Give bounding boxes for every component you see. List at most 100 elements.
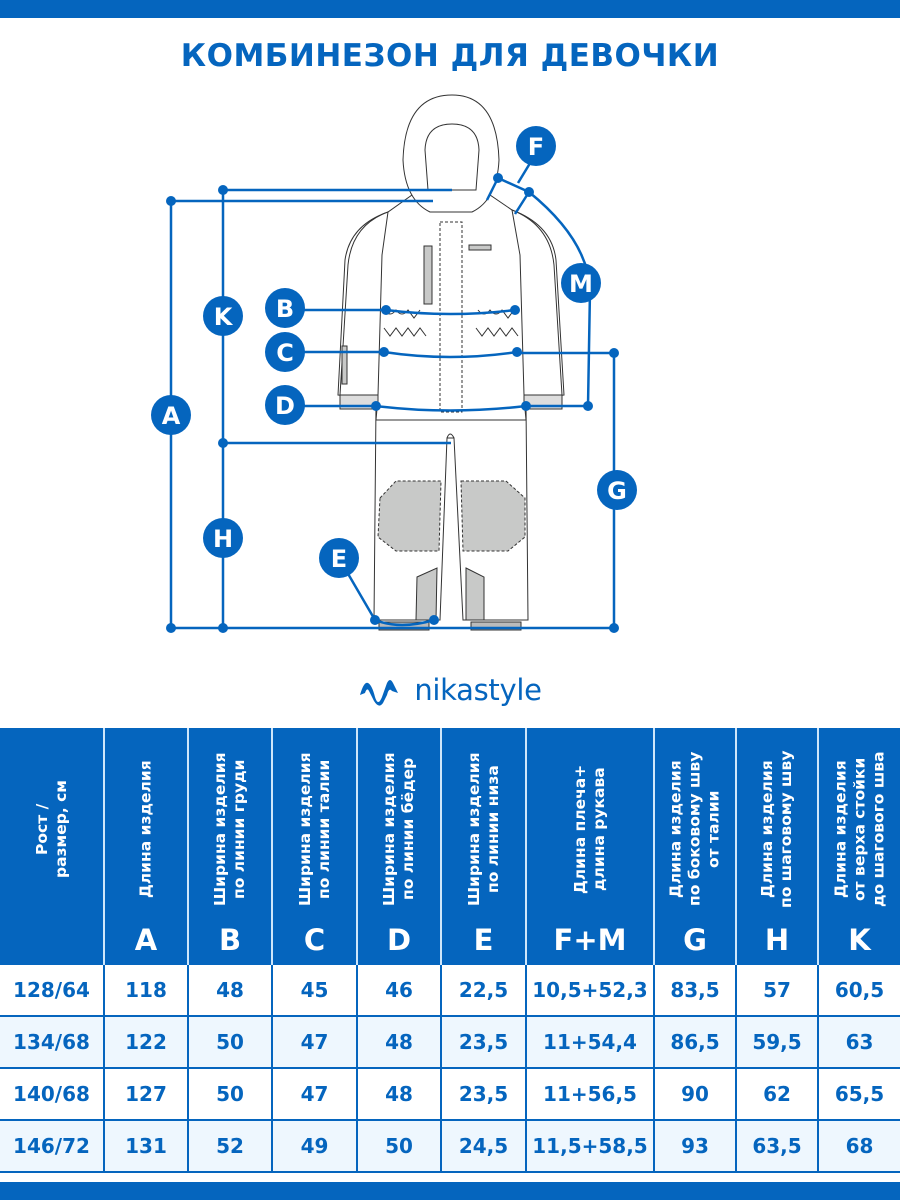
badge-f: F — [516, 126, 556, 166]
top-accent-bar — [0, 0, 900, 18]
measurement-cell: 90 — [653, 1067, 737, 1121]
svg-text:C: C — [276, 339, 294, 367]
line-b — [302, 308, 516, 316]
badge-g: G — [597, 470, 637, 510]
dot — [524, 187, 534, 197]
svg-text:G: G — [607, 477, 627, 505]
brand-logo: nikastyle — [0, 668, 900, 712]
nikastyle-wave-logo-icon — [360, 680, 399, 706]
dot — [166, 196, 176, 206]
badge-b: B — [265, 288, 305, 328]
badge-k: K — [203, 296, 243, 336]
dot — [381, 305, 391, 315]
cuff-patch-left — [415, 567, 438, 621]
svg-text:K: K — [214, 303, 234, 331]
jumpsuit-illustration — [337, 94, 565, 631]
measurement-cell: 86,5 — [653, 1015, 737, 1069]
dot — [609, 623, 619, 633]
dot — [609, 348, 619, 358]
svg-text:F: F — [528, 133, 544, 161]
column-header-k: Длина изделия от верха стойки до шаговог… — [817, 728, 900, 964]
measurement-cell: 59,5 — [735, 1015, 819, 1069]
knee-patch-left — [377, 480, 442, 552]
svg-text:E: E — [331, 545, 347, 573]
chest-badge — [468, 244, 492, 251]
measurement-cell: 131 — [103, 1119, 189, 1173]
measurement-cell: 48 — [187, 963, 273, 1017]
hood-opening — [424, 123, 480, 191]
dot — [379, 347, 389, 357]
svg-text:A: A — [162, 402, 181, 430]
svg-text:B: B — [276, 295, 294, 323]
measurement-cell: 68 — [817, 1119, 900, 1173]
zipper-placket — [439, 221, 463, 413]
measurement-cell: 50 — [187, 1067, 273, 1121]
page-title: КОМБИНЕЗОН ДЛЯ ДЕВОЧКИ — [180, 38, 720, 74]
measurement-badges: A K B C D F M G H E — [151, 126, 637, 578]
measurement-cell: 60,5 — [817, 963, 900, 1017]
measurement-cell: 50 — [187, 1015, 273, 1069]
svg-text:H: H — [213, 525, 233, 553]
measurement-cell: 47 — [271, 1067, 358, 1121]
size-cell: 134/68 — [0, 1015, 105, 1069]
badge-e: E — [319, 538, 359, 578]
column-header-size: Рост / размер, см — [0, 728, 105, 964]
measurement-cell: 63 — [817, 1015, 900, 1069]
measurement-cell: 11+54,4 — [525, 1015, 655, 1069]
badge-m: M — [561, 263, 601, 303]
badge-a: A — [151, 395, 191, 435]
line-d — [302, 404, 588, 412]
dot — [218, 438, 228, 448]
boot-cuff-right — [470, 621, 522, 631]
dot — [218, 623, 228, 633]
measurement-cell: 48 — [356, 1015, 442, 1069]
bottom-accent-bar — [0, 1182, 900, 1200]
badge-c: C — [265, 332, 305, 372]
brand-name: nikastyle — [414, 673, 542, 707]
measurement-cell: 47 — [271, 1015, 358, 1069]
dot — [429, 615, 439, 625]
measurement-cell: 22,5 — [440, 963, 527, 1017]
measurement-cell: 93 — [653, 1119, 737, 1173]
measurement-cell: 23,5 — [440, 1067, 527, 1121]
badge-d: D — [265, 385, 305, 425]
measurement-cell: 49 — [271, 1119, 358, 1173]
measurement-cell: 11+56,5 — [525, 1067, 655, 1121]
measurement-cell: 63,5 — [735, 1119, 819, 1173]
dot — [510, 305, 520, 315]
measurement-cell: 45 — [271, 963, 358, 1017]
measurement-cell: 46 — [356, 963, 442, 1017]
measurement-cell: 83,5 — [653, 963, 737, 1017]
dot — [371, 401, 381, 411]
dot — [512, 347, 522, 357]
measurement-cell: 62 — [735, 1067, 819, 1121]
measurement-cell: 118 — [103, 963, 189, 1017]
sleeve-reflector — [341, 345, 348, 385]
svg-text:M: M — [569, 270, 593, 298]
measurement-cell: 122 — [103, 1015, 189, 1069]
measurement-cell: 57 — [735, 963, 819, 1017]
dot — [583, 401, 593, 411]
cuff-patch-right — [465, 567, 485, 621]
measurement-cell: 10,5+52,3 — [525, 963, 655, 1017]
svg-text:D: D — [275, 392, 295, 420]
line-c — [302, 350, 518, 359]
chest-pocket — [423, 245, 433, 305]
badge-h: H — [203, 518, 243, 558]
measurement-diagram: A K B C D F M G H E — [151, 94, 637, 633]
measurement-cell: 127 — [103, 1067, 189, 1121]
measurement-cell: 23,5 — [440, 1015, 527, 1069]
dot — [218, 185, 228, 195]
measurement-cell: 52 — [187, 1119, 273, 1173]
